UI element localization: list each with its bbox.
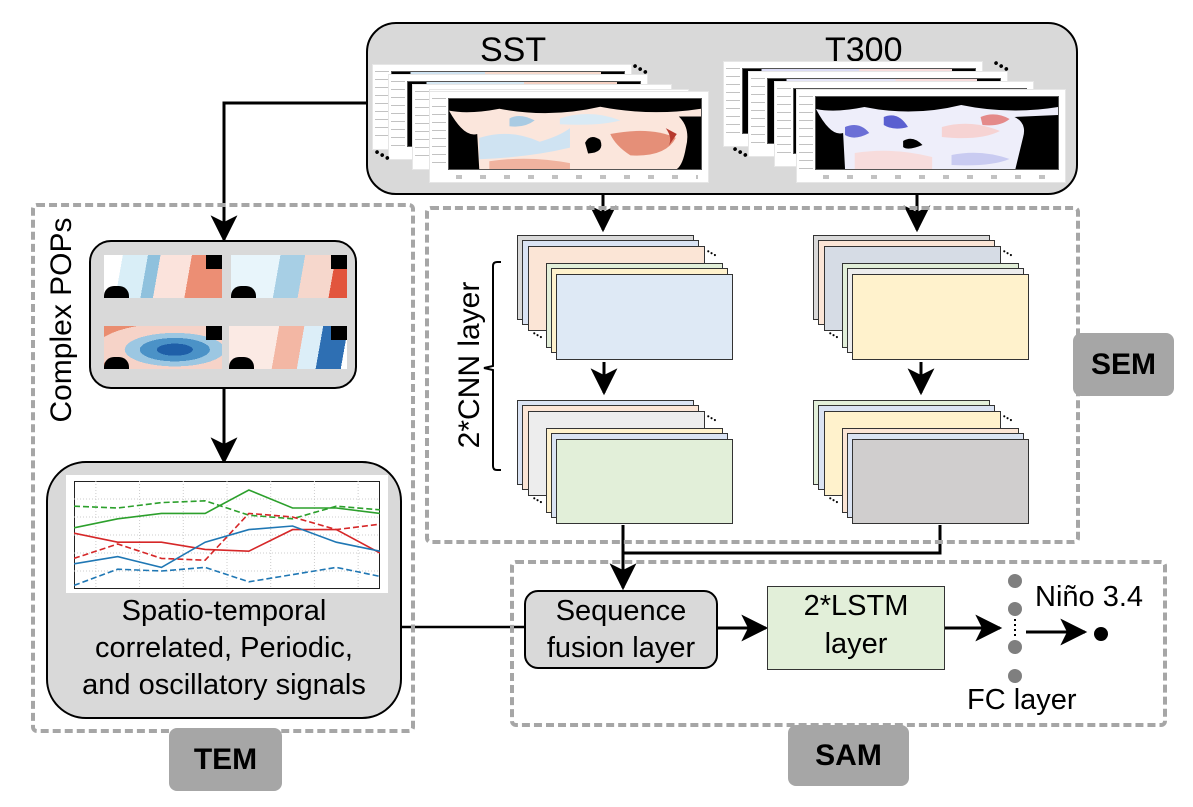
series-line-green-solid bbox=[74, 489, 380, 529]
series-line-red-solid bbox=[74, 528, 380, 554]
line-right-cnn-to-fusion bbox=[623, 525, 942, 555]
nino34-output-node bbox=[1094, 627, 1108, 641]
sequence-fusion-layer bbox=[524, 590, 718, 669]
lstm-layer bbox=[767, 586, 945, 670]
feature-map-front bbox=[852, 439, 1029, 524]
nino34-label: Niño 3.4 bbox=[1035, 581, 1144, 613]
t300-map-front bbox=[797, 90, 1065, 182]
sst-map-front bbox=[430, 92, 708, 182]
series-line-red-dashed bbox=[74, 512, 380, 562]
series-line-blue-dashed bbox=[74, 566, 380, 587]
tem-badge: TEM bbox=[169, 728, 282, 791]
sem-badge: SEM bbox=[1073, 333, 1174, 396]
signals-text-line-2: correlated, Periodic, bbox=[95, 632, 353, 664]
sam-badge: SAM bbox=[788, 725, 909, 786]
t300-label: T300 bbox=[825, 31, 903, 69]
feature-map-front bbox=[556, 274, 733, 360]
feature-map-front bbox=[852, 274, 1029, 360]
series-line-green-dashed bbox=[74, 499, 380, 520]
pop-mode-map-2 bbox=[231, 255, 347, 298]
lstm-label-line-1: 2*LSTM bbox=[803, 590, 909, 622]
pop-mode-map-1 bbox=[104, 255, 222, 298]
lstm-label-line-2: layer bbox=[824, 628, 888, 660]
series-line-blue-solid bbox=[74, 525, 380, 569]
fusion-label-line-1: Sequence bbox=[555, 595, 687, 627]
feature-map-front bbox=[556, 439, 733, 524]
cnn-bracket bbox=[483, 261, 501, 471]
fc-node bbox=[1008, 669, 1022, 683]
pop-mode-map-4 bbox=[229, 326, 347, 369]
signals-text-line-1: Spatio-temporal bbox=[121, 595, 327, 627]
fc-layer-label: FC layer bbox=[967, 684, 1077, 716]
signals-line-chart bbox=[74, 481, 380, 589]
fc-node bbox=[1008, 602, 1022, 616]
fc-node bbox=[1008, 574, 1022, 588]
arrow-input-to-pops bbox=[210, 101, 368, 243]
fusion-label-line-2: fusion layer bbox=[546, 632, 696, 664]
fc-node bbox=[1008, 640, 1022, 654]
pop-mode-map-3 bbox=[104, 326, 222, 369]
sst-label: SST bbox=[480, 31, 547, 69]
signals-text-line-3: and oscillatory signals bbox=[82, 669, 366, 701]
